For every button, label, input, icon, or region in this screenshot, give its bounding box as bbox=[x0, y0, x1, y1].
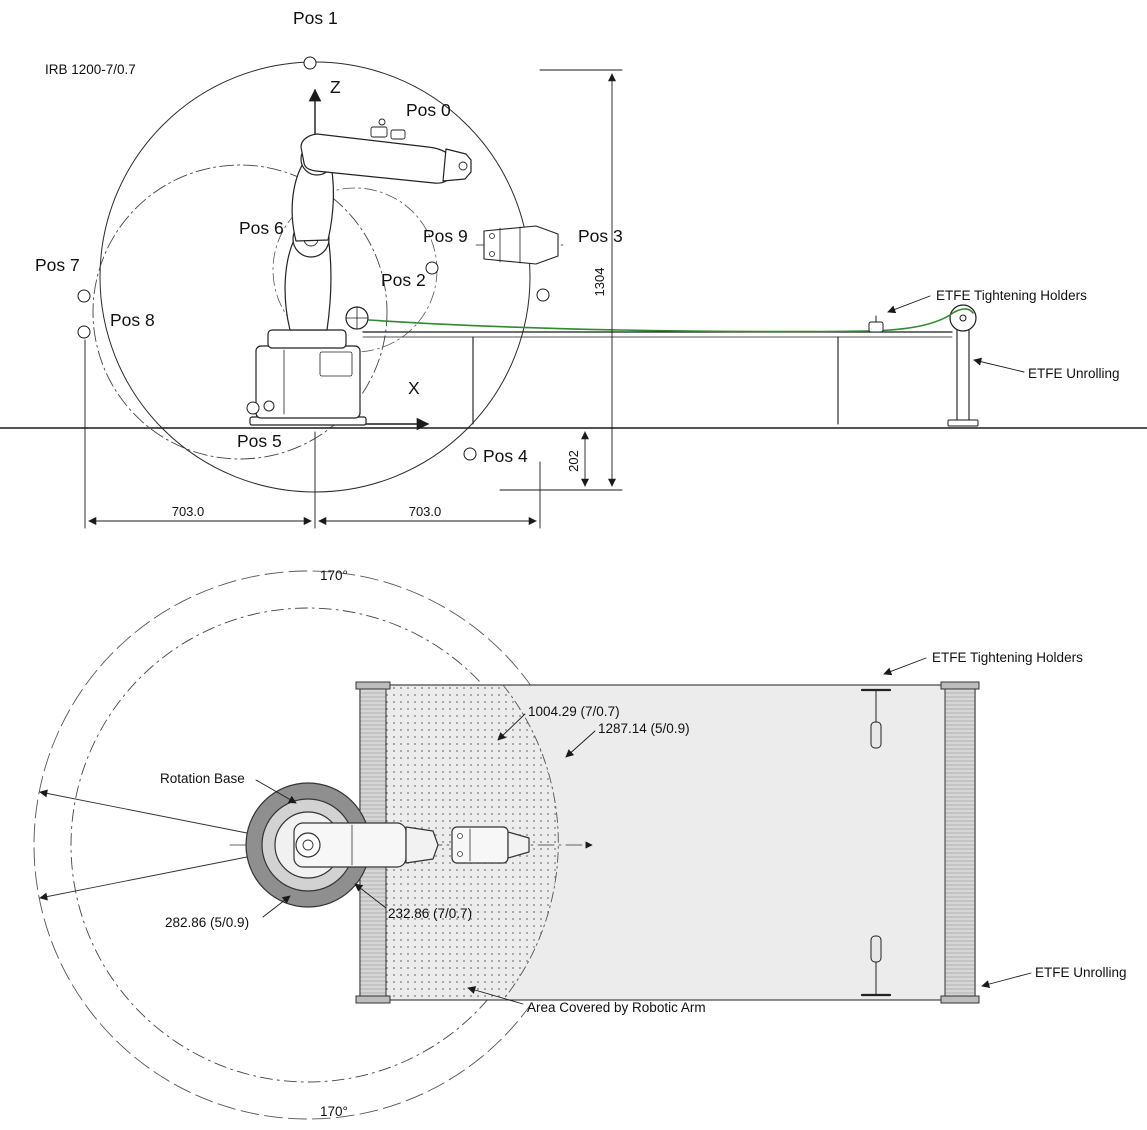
pos9-label: Pos 9 bbox=[423, 226, 468, 246]
tightening-holder-side bbox=[868, 315, 884, 333]
stand-foot bbox=[947, 419, 979, 427]
robot-top-view bbox=[245, 782, 530, 908]
pos0-label: Pos 0 bbox=[406, 100, 451, 120]
dim-1304-label: 1304 bbox=[592, 268, 607, 297]
x-axis-label: X bbox=[408, 378, 420, 398]
model-label: IRB 1200-7/0.7 bbox=[45, 62, 136, 77]
dim-1304 bbox=[499, 69, 623, 491]
pos7-marker bbox=[77, 289, 91, 303]
side-view: Z X bbox=[0, 8, 1147, 529]
z-axis-label: Z bbox=[330, 77, 341, 97]
tightening-holder-top-1 bbox=[860, 688, 892, 749]
left-roll-cap-top bbox=[355, 681, 391, 690]
robot-axis1-center bbox=[295, 832, 321, 858]
unrolling-leader-top bbox=[981, 972, 1032, 989]
robot-base-panel bbox=[319, 351, 353, 377]
pos2-label: Pos 2 bbox=[381, 270, 426, 290]
pos2-marker bbox=[425, 261, 439, 275]
position-markers bbox=[77, 56, 550, 461]
robot-arm-detail-1 bbox=[370, 126, 388, 138]
right-roll-cap-bottom bbox=[940, 995, 980, 1004]
wrist-envelope-circle bbox=[92, 164, 388, 460]
pos7-label: Pos 7 bbox=[35, 255, 80, 275]
radius-282-label: 282.86 (5/0.9) bbox=[165, 915, 249, 930]
robot-wrist-top bbox=[405, 826, 439, 864]
dim-703-left-label: 703.0 bbox=[172, 504, 205, 519]
left-roll-cap-bottom bbox=[355, 995, 391, 1004]
tightening-holders-callout-top: ETFE Tightening Holders bbox=[932, 650, 1083, 665]
robot-turntable bbox=[267, 329, 347, 349]
etfe-film-line bbox=[368, 308, 974, 333]
gripper-nose-top bbox=[507, 831, 530, 859]
dim-703-group bbox=[84, 339, 541, 529]
sweep-limit-line-upper bbox=[39, 789, 253, 835]
right-roll-cap-top bbox=[940, 681, 980, 690]
unrolling-callout-side: ETFE Unrolling bbox=[1028, 366, 1120, 381]
dim-703-right-label: 703.0 bbox=[409, 504, 442, 519]
sweep-angle-bottom-label: 170° bbox=[320, 1104, 348, 1119]
area-covered-callout: Area Covered by Robotic Arm bbox=[527, 1000, 706, 1015]
top-view: 170° 170° ETFE Tightening Holders 1004.2… bbox=[33, 568, 1127, 1120]
robot-wrist-tool bbox=[442, 148, 472, 182]
pos8-label: Pos 8 bbox=[110, 310, 155, 330]
pos8-marker bbox=[77, 325, 91, 339]
radius-1287-leader bbox=[565, 730, 596, 758]
sweep-angle-top-label: 170° bbox=[320, 568, 348, 583]
radius-232-label: 232.86 (7/0.7) bbox=[388, 906, 472, 921]
radius-282-leader bbox=[262, 895, 291, 918]
pos5-label: Pos 5 bbox=[237, 431, 282, 451]
area-covered-leader bbox=[467, 986, 524, 1005]
pos6-label: Pos 6 bbox=[239, 218, 284, 238]
rotation-base-callout: Rotation Base bbox=[160, 771, 245, 786]
robot-arm-side-view bbox=[249, 118, 472, 426]
radius-1287-label: 1287.14 (5/0.9) bbox=[598, 721, 690, 736]
rotation-base-leader bbox=[255, 779, 297, 804]
gripper-body-top bbox=[451, 826, 509, 864]
tightening-holder-top-2 bbox=[860, 935, 892, 997]
covered-area-boundary bbox=[502, 684, 559, 1001]
radius-1004-label: 1004.29 (7/0.7) bbox=[528, 704, 620, 719]
pos1-marker bbox=[303, 56, 317, 70]
radius-1004-leader bbox=[497, 713, 526, 741]
pos4-marker bbox=[463, 447, 477, 461]
etfe-roll-stand bbox=[947, 304, 979, 427]
pos1-label: Pos 1 bbox=[293, 8, 338, 28]
robot-base-port bbox=[263, 400, 275, 412]
pos5-marker bbox=[246, 401, 260, 415]
pos4-label: Pos 4 bbox=[483, 446, 528, 466]
tightening-holders-leader-top bbox=[883, 657, 927, 676]
unrolling-leader bbox=[973, 357, 1025, 373]
tightening-holders-callout-side: ETFE Tightening Holders bbox=[936, 288, 1087, 303]
right-roll bbox=[940, 681, 980, 1004]
tightening-holders-leader bbox=[887, 295, 931, 314]
pos3-marker bbox=[536, 288, 550, 302]
radius-232-leader bbox=[354, 883, 387, 909]
robot-arm-detail-2 bbox=[390, 129, 406, 140]
unrolling-callout-top: ETFE Unrolling bbox=[1035, 965, 1127, 980]
dim-202-label: 202 bbox=[566, 450, 581, 472]
pos3-label: Pos 3 bbox=[578, 226, 623, 246]
gripper-pos3 bbox=[475, 225, 567, 265]
table-side-view bbox=[362, 331, 953, 425]
sweep-limit-line-lower bbox=[39, 855, 253, 901]
